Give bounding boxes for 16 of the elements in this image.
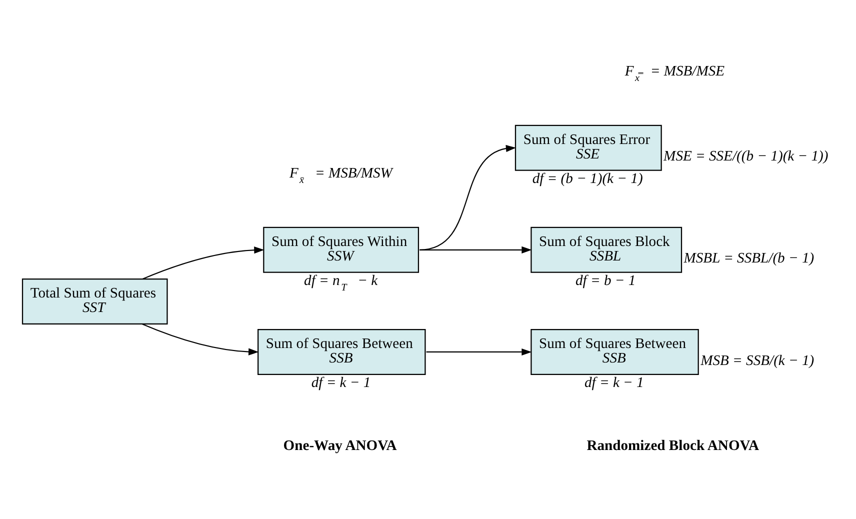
node-label: MSBL = SSBL/(b − 1) (684, 250, 814, 266)
arrow (420, 144, 516, 250)
node-label: df = n$_{T}$ − k (304, 272, 378, 294)
node-label: df = (b − 1)(k − 1) (532, 170, 643, 187)
arrow (142, 323, 259, 355)
node-label: df = k − 1 (311, 374, 371, 391)
node-label: df = b − 1 (576, 272, 636, 289)
label: One-Way ANOVA (283, 438, 397, 454)
node-label: df = k − 1 (584, 374, 644, 391)
label: Randomized Block ANOVA (586, 438, 759, 454)
arrow (426, 348, 532, 356)
arrow (142, 246, 264, 280)
label: F$_{x̿}$ = MSB/MSE (624, 62, 725, 84)
node-label: MSB = SSB/(k − 1) (700, 352, 814, 368)
label: F$_{x̄}$ = MSB/MSW (289, 164, 392, 186)
node-label: MSE = SSE/((b − 1)(k − 1)) (664, 148, 828, 164)
